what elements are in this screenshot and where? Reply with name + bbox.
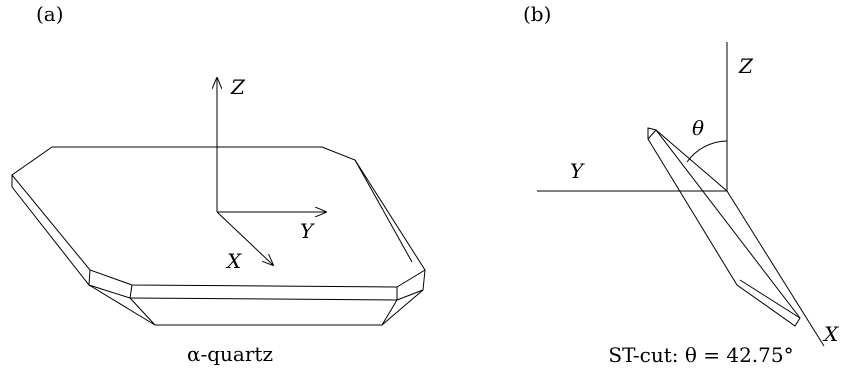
theta-arc [686, 140, 728, 163]
crystal-left-bevel [11, 175, 91, 287]
panel-b: (b) Z Y X θ ST-cut: θ = 42.75° [523, 2, 839, 367]
theta-label: θ [692, 116, 704, 140]
caption-b: ST-cut: θ = 42.75° [608, 343, 793, 367]
wafer-edge [647, 129, 728, 192]
panel-b-label: (b) [523, 2, 551, 26]
z-axis-label-a: Z [230, 75, 246, 99]
x-axis-b [726, 190, 825, 347]
caption-a: α-quartz [187, 342, 273, 366]
panel-a: (a) Z Y X α-quartz [11, 2, 426, 366]
panel-a-label: (a) [36, 2, 64, 26]
st-cut-wafer [647, 127, 801, 327]
quartz-crystal-slab [11, 146, 426, 326]
x-axis-a [216, 211, 273, 265]
x-axis-label-a: X [225, 249, 242, 273]
crystal-right-bevel [354, 159, 413, 263]
x-axis-label-b: X [822, 322, 839, 346]
crystal-front-edge [129, 269, 426, 326]
axes-a [217, 78, 326, 265]
crystal-front-right-facet [381, 287, 424, 326]
y-axis-label-b: Y [570, 159, 585, 183]
wafer-inner-edge [739, 279, 801, 319]
wafer-outline [647, 127, 801, 327]
y-axis-label-a: Y [300, 219, 315, 243]
crystal-front-left-facet [88, 284, 156, 326]
z-axis-label-b: Z [738, 54, 754, 78]
